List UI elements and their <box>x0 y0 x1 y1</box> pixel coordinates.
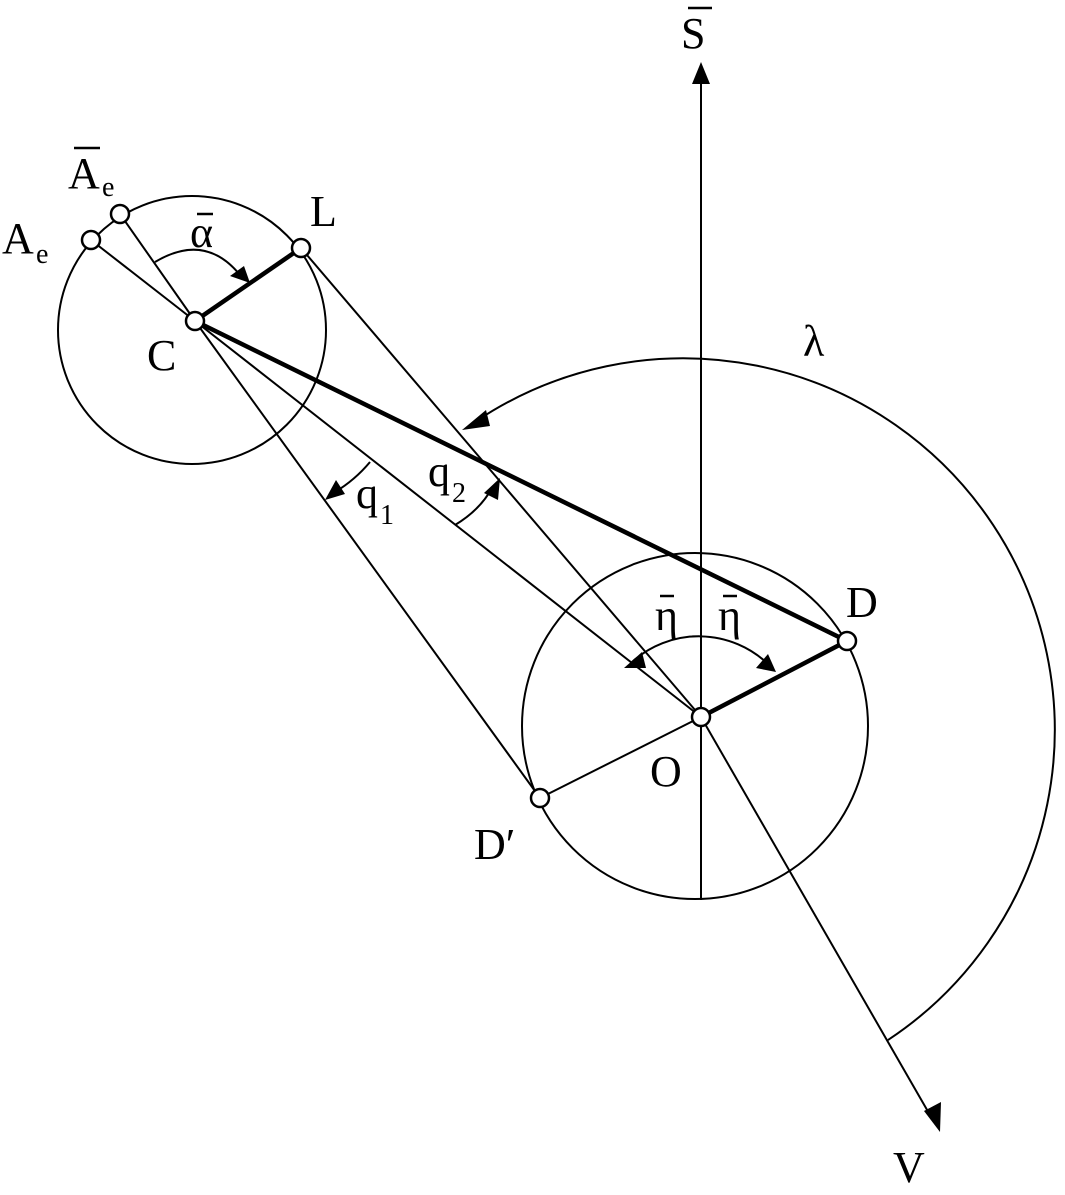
label-s: S <box>681 9 705 58</box>
label-dprime: D′ <box>474 820 515 869</box>
label-ae: A <box>2 214 34 263</box>
arc-lambda <box>477 357 1056 1041</box>
point-l <box>290 237 312 259</box>
segment-c-l <box>193 246 303 323</box>
circle-c <box>57 195 327 465</box>
label-q1: q <box>356 469 378 518</box>
arrowhead-s <box>692 62 710 84</box>
label-q2-sub: 2 <box>452 478 466 509</box>
label-v: V <box>893 1143 925 1192</box>
line-c-dprime <box>194 320 541 799</box>
segment-o-d <box>699 639 849 719</box>
label-alpha-bar: α <box>190 208 213 257</box>
line-ae-c <box>90 239 196 322</box>
arc-alpha-bar <box>154 248 241 276</box>
segment-c-d <box>194 318 848 644</box>
label-eta-left: η <box>655 591 678 640</box>
circle-o <box>521 552 869 900</box>
label-o: O <box>650 747 682 796</box>
axis-v <box>700 716 931 1116</box>
line-abar-c <box>119 213 196 322</box>
arrowhead-eta-right <box>756 654 776 672</box>
arrowhead-lambda <box>462 410 490 430</box>
arrowhead-q1 <box>325 480 345 500</box>
arc-eta <box>631 635 769 665</box>
label-q2: q <box>428 447 450 496</box>
label-abar-e: A <box>68 149 100 198</box>
label-lambda: λ <box>803 317 825 366</box>
point-c <box>184 310 206 332</box>
point-d <box>836 630 858 652</box>
line-l-o <box>300 247 702 718</box>
label-d: D <box>846 578 878 627</box>
line-c-o <box>194 320 702 718</box>
label-l: L <box>310 187 337 236</box>
point-o <box>690 706 712 728</box>
point-ae <box>80 229 102 251</box>
label-ae-sub: e <box>36 239 48 270</box>
arrowhead-eta-left <box>624 652 646 668</box>
line-dprime-o <box>539 716 702 799</box>
arrowhead-q2 <box>484 478 500 500</box>
point-dprime <box>529 787 551 809</box>
arrowhead-v <box>924 1102 941 1132</box>
label-eta-right: η <box>718 591 741 640</box>
point-abar-e <box>109 203 131 225</box>
label-q1-sub: 1 <box>380 500 394 531</box>
label-c: C <box>147 331 176 380</box>
arrowhead-alpha-bar <box>230 266 250 283</box>
label-abar-e-sub: e <box>102 172 114 203</box>
